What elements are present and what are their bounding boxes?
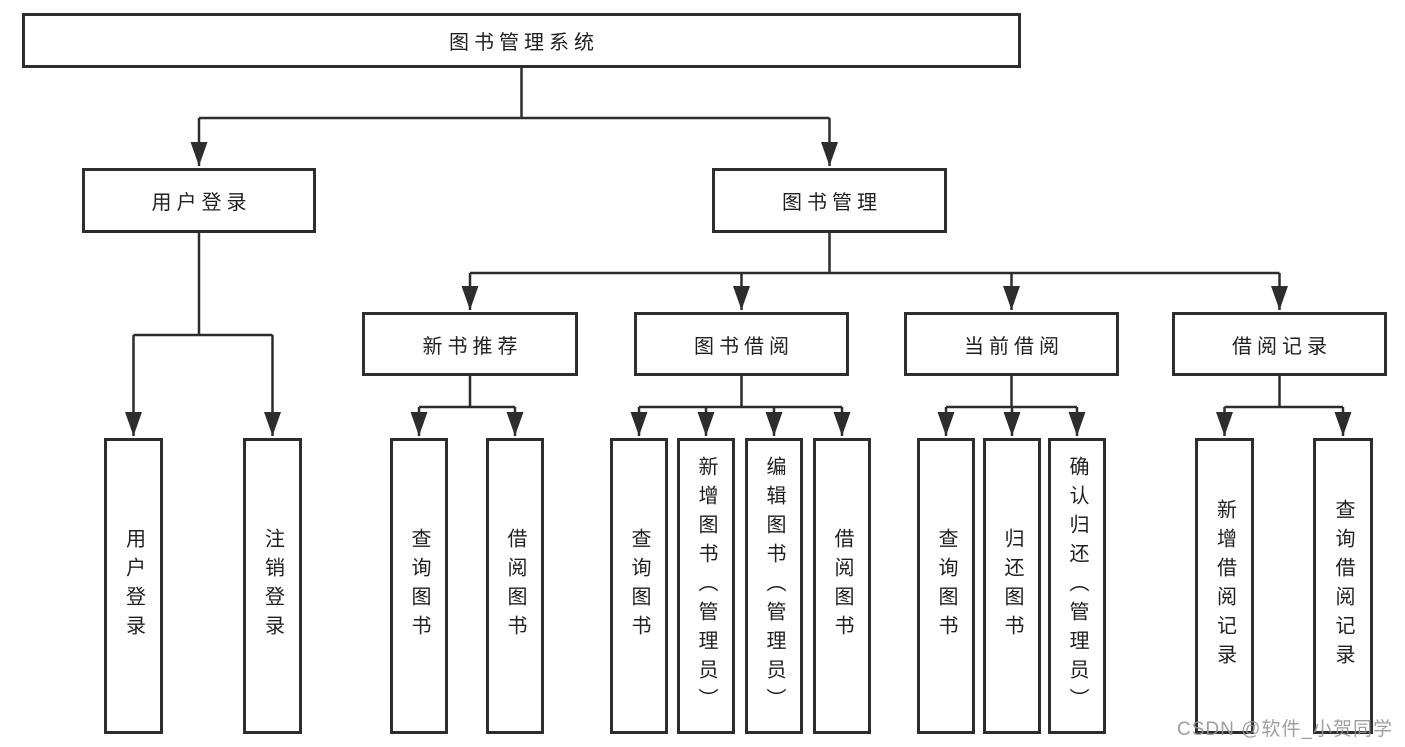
leaf-confirm-return-admin: 确认归还（管理员）	[1048, 438, 1106, 734]
leaf-edit-book-admin: 编辑图书（管理员）	[745, 438, 803, 734]
leaf-query-books-recommend-label: 查询图书	[408, 528, 430, 644]
leaf-query-books-recommend: 查询图书	[390, 438, 448, 734]
leaf-confirm-return-admin-label: 确认归还（管理员）	[1066, 455, 1088, 717]
leaf-borrow-books-borrowing-label: 借阅图书	[831, 528, 853, 644]
leaf-add-book-admin: 新增图书（管理员）	[677, 438, 735, 734]
node-library-management-system: 图书管理系统	[22, 13, 1021, 68]
leaf-add-book-admin-label: 新增图书（管理员）	[695, 455, 717, 717]
leaf-user-login: 用户登录	[104, 438, 163, 734]
leaf-edit-book-admin-label: 编辑图书（管理员）	[763, 455, 785, 717]
leaf-return-books-label: 归还图书	[1001, 528, 1023, 644]
leaf-add-borrow-record-label: 新增借阅记录	[1213, 499, 1236, 673]
node-book-management: 图书管理	[712, 168, 947, 233]
leaf-query-borrow-record: 查询借阅记录	[1313, 438, 1373, 734]
leaf-query-books-current: 查询图书	[917, 438, 975, 734]
leaf-query-books-borrowing: 查询图书	[610, 438, 668, 734]
leaf-borrow-books-recommend-label: 借阅图书	[504, 528, 526, 644]
leaf-return-books: 归还图书	[983, 438, 1041, 734]
node-user-login: 用户登录	[82, 168, 316, 233]
node-current-borrowing: 当前借阅	[904, 312, 1119, 376]
leaf-query-books-current-label: 查询图书	[935, 528, 957, 644]
node-book-borrowing: 图书借阅	[634, 312, 849, 376]
leaf-borrow-books-borrowing: 借阅图书	[813, 438, 871, 734]
leaf-query-borrow-record-label: 查询借阅记录	[1332, 499, 1354, 673]
leaf-logout: 注销登录	[243, 438, 302, 734]
node-borrowing-records: 借阅记录	[1172, 312, 1387, 376]
watermark: CSDN @软件_小贺同学	[1177, 719, 1393, 740]
node-new-book-recommendation: 新书推荐	[362, 312, 578, 376]
leaf-logout-label: 注销登录	[261, 528, 284, 644]
leaf-borrow-books-recommend: 借阅图书	[486, 438, 544, 734]
leaf-add-borrow-record: 新增借阅记录	[1195, 438, 1254, 734]
leaf-user-login-label: 用户登录	[122, 528, 145, 644]
leaf-query-books-borrowing-label: 查询图书	[628, 528, 650, 644]
